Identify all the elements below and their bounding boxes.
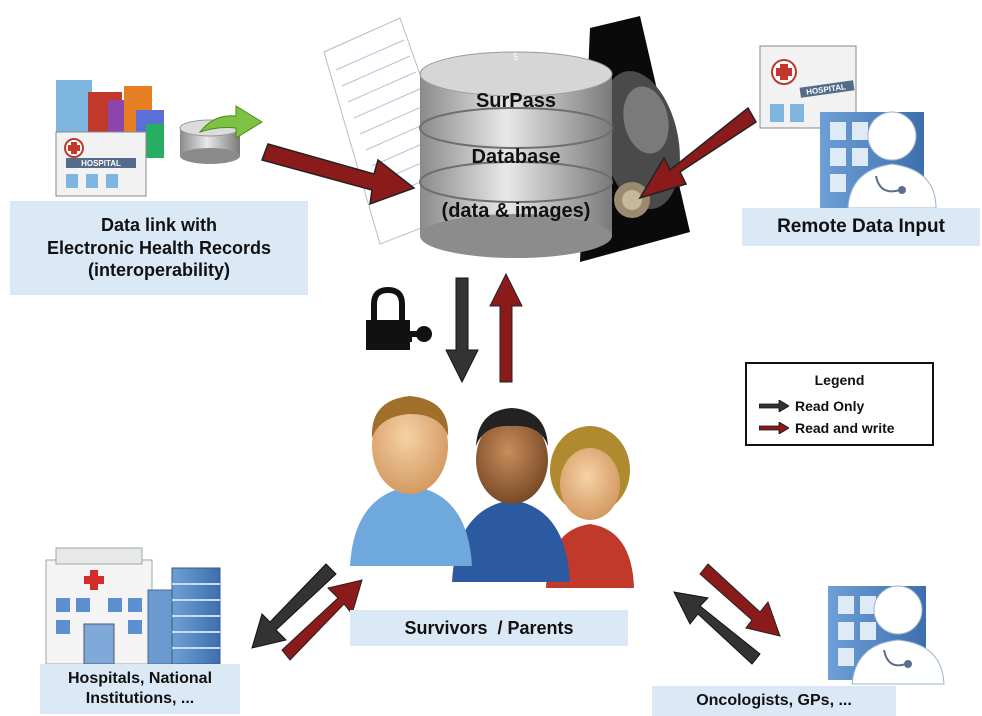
legend-read-only-label: Read Only <box>795 398 865 414</box>
survivors-label-box: Survivors / Parents <box>350 610 628 646</box>
arrow-survivors-to-oncologists-read-write <box>699 563 781 637</box>
lock-key-icon <box>366 286 432 350</box>
database-title: SurPass <box>475 90 557 112</box>
legend-read-write-label: Read and write <box>795 420 895 436</box>
arrow-database-to-survivors-read-only <box>445 277 479 384</box>
ehr-hospital-sign: HOSPITAL <box>81 159 121 168</box>
remote-label-text: Remote Data Input <box>777 216 945 238</box>
survivors-parents-icon <box>350 396 634 588</box>
survivors-label-text: Survivors / Parents <box>404 617 574 638</box>
arrow-ehr-to-database <box>261 143 416 206</box>
data-export-disk-icon <box>179 105 263 164</box>
arrow-remote-to-database <box>638 106 758 200</box>
arrow-survivors-to-database-read-write <box>489 272 523 383</box>
legend-box: Legend Read Only Read and write <box>745 362 934 446</box>
database-top-number: 5 <box>513 52 519 62</box>
legend-row-read-write: Read and write <box>759 418 895 438</box>
legend-row-read-only: Read Only <box>759 396 864 416</box>
remote-doctor-icon <box>820 111 937 209</box>
oncologists-label-box: Oncologists, GPs, ... <box>652 686 896 716</box>
hospitals-label-line1: Hospitals, National <box>67 670 213 687</box>
ehr-label-line1: Data link with <box>100 215 217 236</box>
hospitals-label-box: Hospitals, National Institutions, ... <box>40 664 240 714</box>
database-cylinder-icon <box>419 51 613 258</box>
database-description: (data & images) <box>441 200 591 222</box>
hospitals-building-icon <box>45 547 221 665</box>
ehr-label-line2: Electronic Health Records <box>46 237 272 258</box>
remote-data-input-label: Remote Data Input <box>742 208 980 246</box>
ehr-hospital-icon: HOSPITAL <box>55 80 164 197</box>
ehr-label-line3: (interoperability) <box>87 260 230 281</box>
arrow-oncologists-to-survivors-read-only <box>673 591 761 665</box>
arrow-hospitals-to-survivors-read-write <box>281 579 363 661</box>
legend-read-only-arrow-icon <box>759 400 789 412</box>
legend-read-write-arrow-icon <box>759 422 789 434</box>
oncologists-doctor-icon <box>828 585 945 685</box>
arrow-survivors-to-hospitals-read-only <box>251 563 337 649</box>
oncologists-label-text: Oncologists, GPs, ... <box>696 692 852 709</box>
hospitals-label-line2: Institutions, ... <box>85 690 195 707</box>
database-subtitle: Database <box>471 146 561 168</box>
ehr-label-box: Data link with Electronic Health Records… <box>10 201 308 295</box>
legend-title: Legend <box>814 372 865 388</box>
